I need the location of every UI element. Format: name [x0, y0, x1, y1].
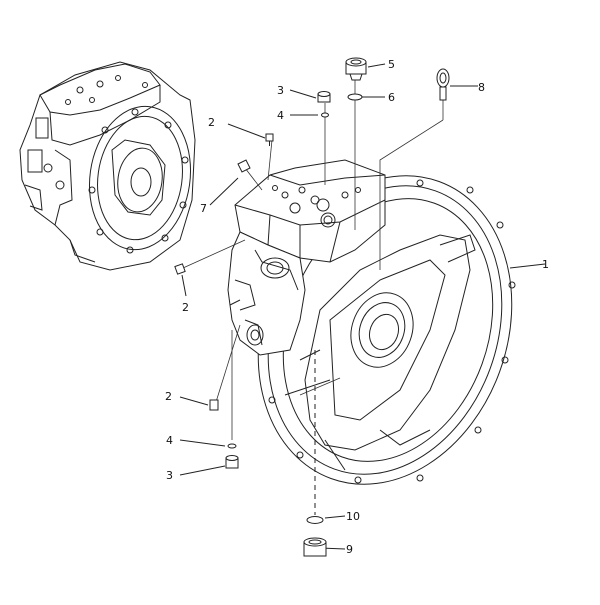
o-ring-part-10 — [306, 516, 324, 524]
o-ring-part-6 — [347, 93, 363, 101]
hardware-parts — [174, 57, 450, 557]
plug-part-5 — [345, 57, 367, 81]
eyebolt-part-8 — [436, 68, 450, 101]
callout-2-top: 2 — [208, 116, 215, 129]
plug-part-9 — [303, 537, 327, 557]
fitting-part-7 — [237, 159, 251, 173]
callout-10: 10 — [346, 510, 360, 523]
leader-lines — [179, 63, 546, 550]
callout-4-top: 4 — [277, 109, 284, 122]
plug-part-3-top — [317, 91, 331, 103]
callout-4-lower: 4 — [166, 434, 173, 447]
callout-6: 6 — [388, 91, 395, 104]
screw-part-2-lower — [209, 399, 219, 411]
callout-labels: 1 2 2 2 2 3 3 4 4 5 6 7 8 9 10 — [165, 58, 549, 556]
callout-2-left: 2 — [182, 301, 189, 314]
callout-9: 9 — [346, 543, 353, 556]
o-ring-part-4-lower — [227, 443, 237, 449]
callout-8: 8 — [478, 81, 485, 94]
callout-1: 1 — [542, 258, 549, 271]
callout-2-lower: 2 — [165, 390, 172, 403]
assembled-pump-thumbnail — [19, 61, 196, 271]
callout-3-lower: 3 — [166, 469, 173, 482]
screw-part-2-left — [174, 263, 186, 275]
callout-3-top: 3 — [277, 84, 284, 97]
o-ring-part-4-top — [321, 112, 329, 118]
screw-part-2-top — [265, 133, 274, 146]
plug-part-3-lower — [225, 455, 239, 469]
callout-7: 7 — [200, 202, 207, 215]
pump-housing-exploded — [227, 159, 516, 485]
callout-5: 5 — [388, 58, 395, 71]
